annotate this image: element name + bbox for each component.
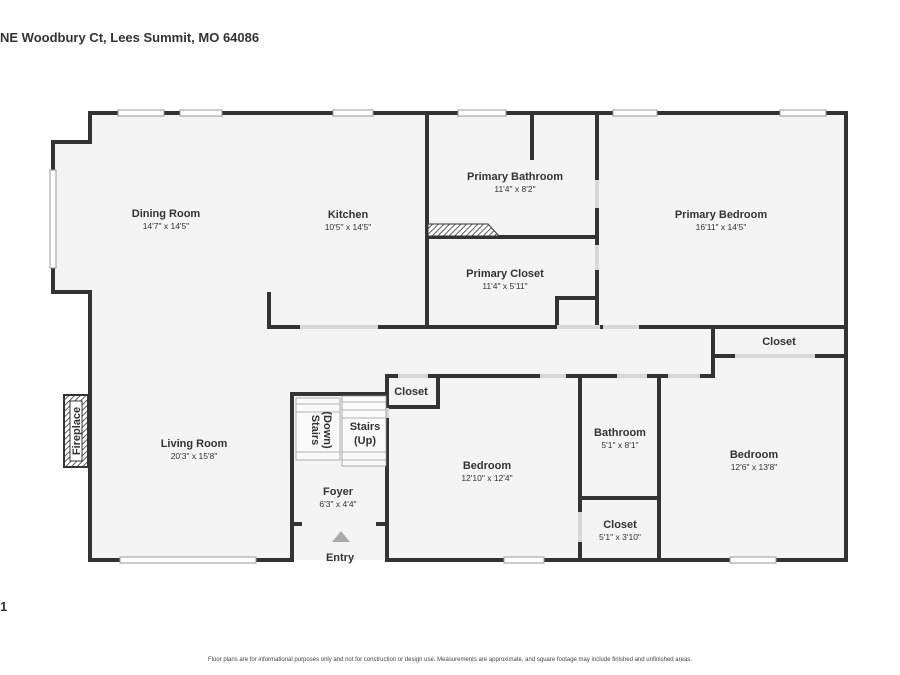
stairs-up-line2: (Up) [354,435,376,447]
hatched-fixture [427,223,501,237]
bathroom-name: Bathroom [594,427,646,439]
stairs-down-line1: Stairs [309,415,321,446]
interior-walls [267,111,848,562]
closet-small-dims: 5'1" x 3'10" [599,532,641,542]
bedroom-center-name: Bedroom [463,460,512,472]
bedroom-right-dims: 12'6" x 13'8" [731,462,778,472]
windows [49,109,827,564]
primary-bathroom-dims: 11'4" x 8'2" [494,184,535,194]
floor-label: 1 [0,599,8,614]
foyer-name: Foyer [323,486,354,498]
stairs-up-line1: Stairs [350,421,381,433]
foyer-dims: 6'3" x 4'4" [319,499,356,509]
kitchen-name: Kitchen [328,209,369,221]
primary-bedroom-dims: 16'11" x 14'5" [696,222,747,232]
dining-room-dims: 14'7" x 14'5" [143,221,190,231]
property-address: NE Woodbury Ct, Lees Summit, MO 64086 [0,30,260,45]
living-room-dims: 20'3" x 15'8" [171,451,218,461]
bedroom-center-dims: 12'10" x 12'4" [461,473,512,483]
entry-label: Entry [326,552,355,564]
primary-bathroom-name: Primary Bathroom [467,171,563,183]
kitchen-dims: 10'5" x 14'5" [325,222,372,232]
bedroom-right-name: Bedroom [730,449,779,461]
dining-room-name: Dining Room [132,208,201,220]
primary-closet-dims: 11'4" x 5'11" [482,281,527,291]
stairs-down-line2: (Down) [321,411,333,449]
entry-arrow-icon [332,531,350,542]
disclaimer: Floor plans are for informational purpos… [208,657,692,663]
floor-area [53,113,846,560]
stair-closet-name: Closet [394,386,428,398]
hall-closet-name: Closet [762,336,796,348]
stairs-treads [295,395,387,467]
fireplace-label: Fireplace [71,407,83,455]
primary-bedroom-name: Primary Bedroom [675,209,768,221]
closet-small-name: Closet [603,519,637,531]
bathroom-dims: 5'1" x 8'1" [601,440,638,450]
door-openings [300,180,815,542]
primary-closet-name: Primary Closet [466,268,544,280]
living-room-name: Living Room [161,438,228,450]
fireplace [63,394,89,468]
